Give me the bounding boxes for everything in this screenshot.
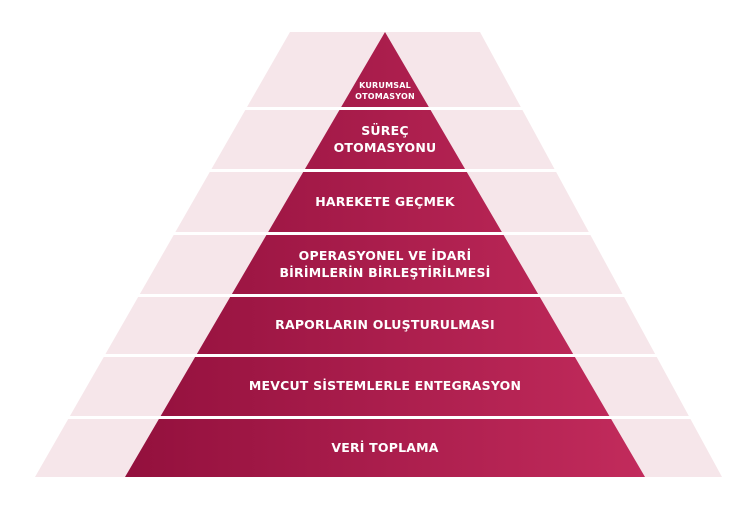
pyramid-level-2-line-2: OTOMASYONU: [333, 139, 437, 155]
pyramid-level-3-line-1: HAREKETE GEÇMEK: [315, 193, 455, 209]
separator-3: [171, 232, 593, 235]
pyramid-core: [125, 32, 645, 477]
pyramid-level-6: MEVCUT SİSTEMLERLE ENTEGRASYON: [178, 357, 592, 416]
pyramid-level-5: RAPORLARIN OLUŞTURULMASI: [214, 297, 557, 354]
pyramid-level-4-line-1: OPERASYONEL VE İDARİ: [298, 248, 472, 263]
pyramid-level-5-line-1: RAPORLARIN OLUŞTURULMASI: [275, 317, 495, 333]
level-separators: [66, 107, 693, 419]
pyramid-level-7: VERİ TOPLAMA: [142, 419, 628, 477]
separator-4: [136, 294, 627, 297]
separator-5: [101, 354, 659, 357]
separator-6: [66, 416, 693, 419]
pyramid-level-7-line-1: VERİ TOPLAMA: [331, 439, 439, 455]
pyramid-level-4-line-2: BİRİMLERİN BİRLEŞTİRİLMESİ: [279, 264, 491, 280]
pyramid-level-6-line-1: MEVCUT SİSTEMLERLE ENTEGRASYON: [248, 378, 522, 394]
pyramid-level-1-line-1: KURUMSAL: [359, 80, 411, 90]
separator-1: [243, 107, 525, 110]
separator-2: [207, 169, 559, 172]
pyramid-level-2-line-1: SÜREÇ: [361, 123, 409, 138]
pyramid-level-1-line-2: OTOMASYON: [355, 91, 415, 101]
pyramid-level-3: HAREKETE GEÇMEK: [286, 172, 485, 232]
